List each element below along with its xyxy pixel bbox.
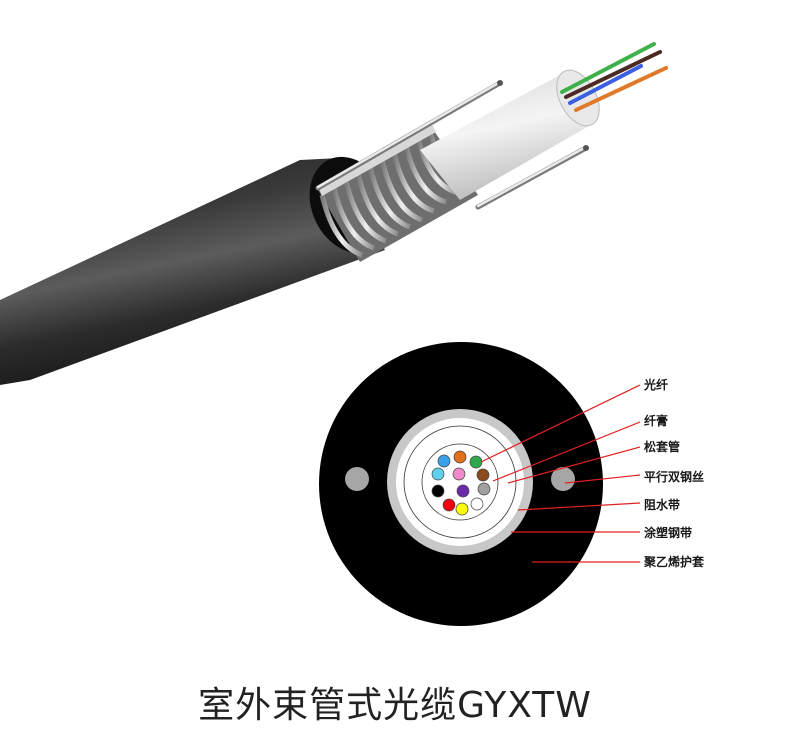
fibers (431, 450, 491, 516)
fibers-3d (560, 42, 668, 112)
label-loose-tube: 松套管 (644, 440, 681, 454)
steel-wire-left (345, 467, 369, 491)
page-title: 室外束管式光缆GYXTW (198, 685, 592, 726)
steel-wire-right (551, 467, 575, 491)
label-coated-steel-tape: 涂塑钢带 (644, 526, 693, 540)
cross-section (319, 342, 603, 626)
leader-lines (480, 384, 641, 563)
label-water-blocking-tape: 阻水带 (644, 498, 681, 512)
label-optical-fiber: 光纤 (644, 378, 669, 392)
label-parallel-steel-wires: 平行双钢丝 (644, 470, 705, 484)
label-polyethylene-sheath: 聚乙烯护套 (644, 555, 705, 569)
steel-wires-3d (315, 80, 589, 210)
label-fiber-gel: 纤膏 (644, 414, 669, 428)
